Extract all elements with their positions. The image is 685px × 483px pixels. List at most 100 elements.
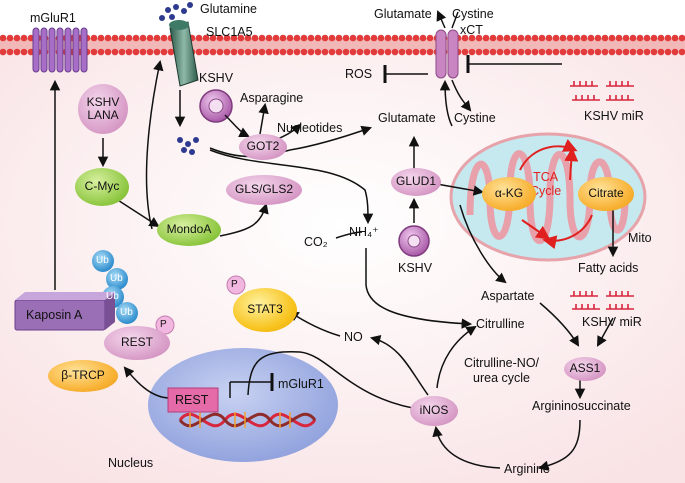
kshv-mir-bottom-label: KSHV miR [582,315,642,329]
lipid-head [118,48,126,56]
phospho-label: P [231,279,238,290]
lipid-head [363,48,371,56]
slc1a5-transporter-icon [169,20,199,87]
lipid-head [650,34,658,42]
lipid-head [153,34,161,42]
lipid-head [251,34,259,42]
lipid-head [377,34,385,42]
plasma-membrane [0,34,685,56]
nucleus-label: Nucleus [108,456,154,470]
argininosuccinate-label: Argininosuccinate [532,399,631,413]
lipid-head [237,34,245,42]
lipid-head [559,48,567,56]
fatty-acids-label: Fatty acids [578,261,639,275]
urea-cycle-label: Citrulline-NO/ urea cycle [464,356,540,385]
rest-nucleus-box [167,387,219,413]
glutamate-top-label: Glutamate [374,7,432,21]
asparagine-label: Asparagine [240,91,304,105]
lipid-head [461,34,469,42]
lipid-head [90,48,98,56]
got2-node: GOT2 [239,134,287,160]
lipid-head [328,48,336,56]
lipid-head [538,48,546,56]
lipid-head [552,48,560,56]
lipid-head [356,34,364,42]
lipid-head [342,34,350,42]
lipid-head [349,34,357,42]
lipid-head [167,48,175,56]
lipid-head [279,48,287,56]
lipid-head [384,34,392,42]
lipid-head [132,48,140,56]
kshv-virion-icon [199,89,233,123]
lipid-head [643,48,651,56]
lipid-head [489,34,497,42]
pathway-arrows [49,10,619,471]
lipid-head [580,34,588,42]
lipid-head [671,48,679,56]
lipid-head [209,48,217,56]
lipid-head [20,48,28,56]
lipid-head [6,48,14,56]
lipid-head [321,48,329,56]
alpha-kg-node: α-KG [482,177,536,211]
lipid-head [482,34,490,42]
lipid-head [510,34,518,42]
lipid-head [615,48,623,56]
lipid-head [629,34,637,42]
kshv-mir-top-label: KSHV miR [584,109,644,123]
lipid-head [202,34,210,42]
xct-transporter-icon [435,29,459,79]
lipid-head [587,48,595,56]
kaposin-a-label: Kaposin A [26,308,83,322]
arginine-label: Arginine [504,462,550,476]
lipid-head [608,48,616,56]
lipid-head [461,48,469,56]
lipid-head [258,34,266,42]
lipid-head [601,48,609,56]
mglur1-receptor-icon [32,27,88,73]
beta-trcp-node: β-TRCP [48,360,118,392]
lipid-head [573,34,581,42]
lipid-head [104,34,112,42]
inos-node: iNOS [410,396,458,426]
lipid-head [538,34,546,42]
lipid-head [118,34,126,42]
phospho-icon [226,275,246,295]
lipid-head [132,34,140,42]
lipid-head [468,34,476,42]
lipid-head [314,34,322,42]
lipid-head [503,48,511,56]
nucleus [148,348,338,462]
lipid-head [104,48,112,56]
rest-node: REST [104,326,170,360]
gls-gls2-node: GLS/GLS2 [226,175,302,205]
tca-cycle-arrows [519,139,593,250]
lipid-head [111,48,119,56]
lipid-head [13,48,21,56]
lipid-head [286,34,294,42]
lipid-head [6,34,14,42]
lipid-head [286,48,294,56]
lipid-head [384,48,392,56]
lipid-head [321,34,329,42]
lipid-head [335,48,343,56]
lipid-head [419,34,427,42]
lipid-head [594,34,602,42]
lipid-head [489,48,497,56]
lipid-head [216,48,224,56]
lipid-head [671,34,679,42]
lipid-head [678,34,685,42]
lipid-head [657,34,665,42]
ub-label: Ub [96,255,109,266]
lipid-head [370,48,378,56]
co2-label: CO₂ [304,235,328,249]
kshv-glud-label: KSHV [398,261,433,275]
lipid-head [566,34,574,42]
lipid-head [13,34,21,42]
lipid-head [300,34,308,42]
lipid-head [223,34,231,42]
lipid-head [0,48,7,56]
glutamate-mid-label: Glutamate [378,111,436,125]
citrulline-label: Citrulline [476,317,525,331]
